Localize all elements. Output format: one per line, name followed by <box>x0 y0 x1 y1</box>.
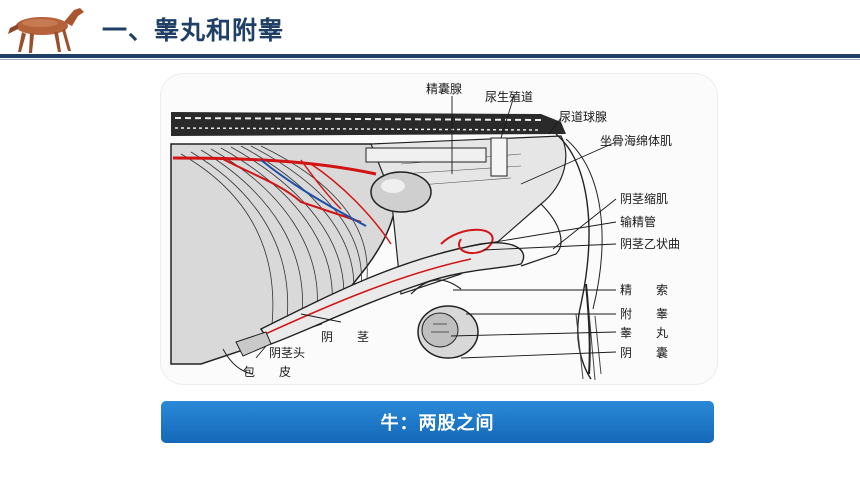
label-penis: 阴 茎 <box>321 330 370 344</box>
label-spermatic-cord: 精 索 <box>620 283 669 297</box>
anatomy-illustration <box>170 95 617 381</box>
label-prepuce: 包 皮 <box>243 365 292 379</box>
label-sigmoid-flexure: 阴茎乙状曲 <box>620 237 681 251</box>
page-title: 一、睾丸和附睾 <box>102 16 285 45</box>
label-testis: 睾 丸 <box>620 326 669 340</box>
label-glans: 阴茎头 <box>269 346 306 360</box>
label-bulbourethral-gland: 尿道球腺 <box>559 110 608 124</box>
label-ischiocavernosus: 坐骨海绵体肌 <box>600 134 673 148</box>
label-retractor-penis: 阴茎缩肌 <box>620 192 669 206</box>
label-scrotum: 阴 囊 <box>620 346 669 360</box>
label-seminal-vesicle: 精囊腺 <box>426 82 463 96</box>
header-rule-thin <box>0 59 860 60</box>
caption-bar: 牛：两股之间 <box>161 401 714 443</box>
caption-text: 牛：两股之间 <box>380 413 495 434</box>
horse-logo-icon <box>8 8 84 53</box>
header: 一、睾丸和附睾 <box>0 0 860 60</box>
header-rule <box>0 54 860 58</box>
label-urogenital-tract: 尿生殖道 <box>485 90 534 104</box>
label-epididymis: 附 睾 <box>620 307 669 321</box>
label-vas-deferens: 输精管 <box>620 215 657 229</box>
anatomy-figure: 精囊腺 尿生殖道 尿道球腺 坐骨海绵体肌 阴茎缩肌 输精管 阴茎乙状曲 精 索 … <box>161 74 717 384</box>
